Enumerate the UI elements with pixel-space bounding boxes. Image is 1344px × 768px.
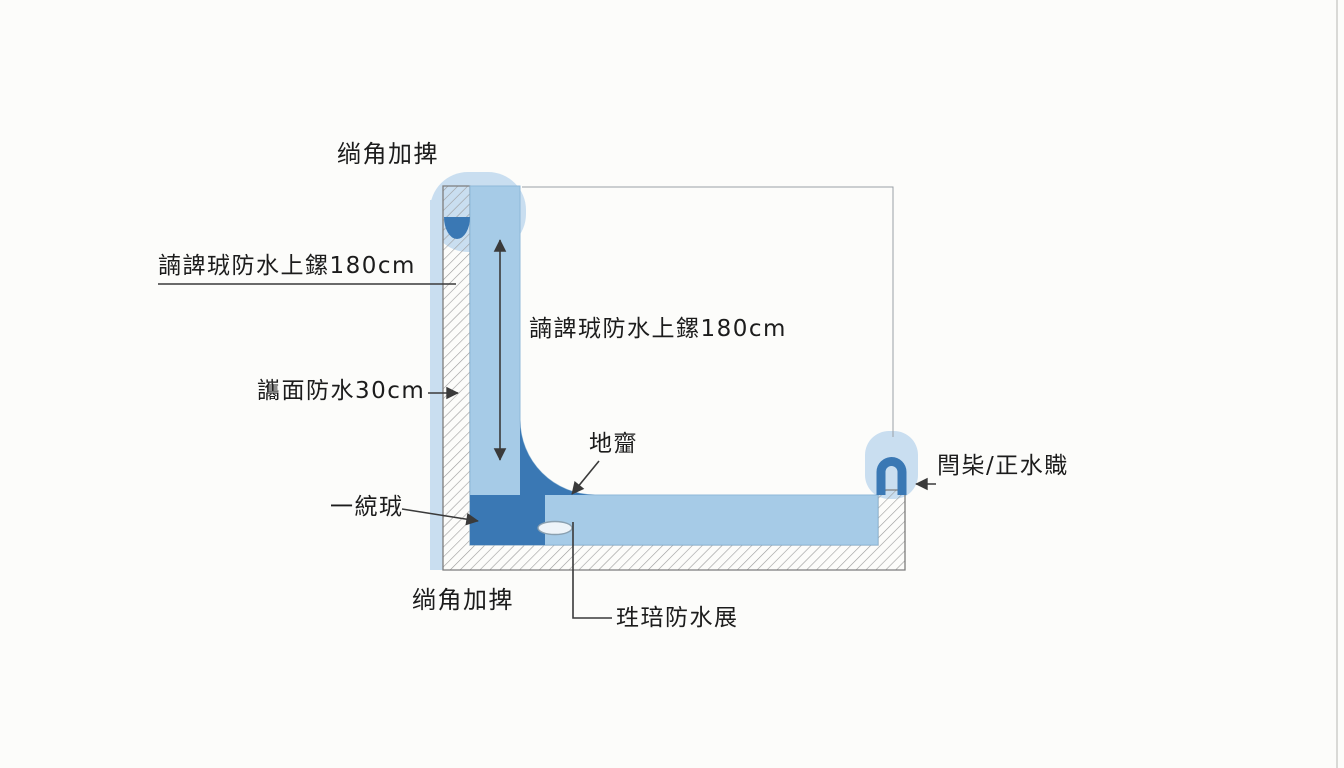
label-floor-drain: 地齏 bbox=[589, 431, 638, 457]
label-wall-waterproof-30cm: 讗面防水30cm bbox=[257, 378, 426, 404]
label-floor-membrane: 珄琣防水展 bbox=[616, 605, 739, 631]
room-outline bbox=[522, 186, 894, 437]
first-coat-arrow bbox=[401, 508, 479, 526]
label-corner-reinforce-bottom: 绱角加捭 bbox=[412, 586, 514, 614]
corner-base-coat bbox=[470, 495, 545, 545]
corner-cove-fillet bbox=[520, 420, 595, 495]
threshold-waterstop-profile bbox=[876, 457, 907, 495]
label-wall-upturn-left: 諵諀珬防水上鏍180cm bbox=[158, 253, 416, 279]
floor-drain-arrow bbox=[571, 460, 600, 495]
right-edge-line bbox=[1336, 0, 1338, 768]
top-corner-patch bbox=[444, 217, 470, 239]
floor-drain-oval bbox=[537, 520, 573, 536]
label-first-coat: 一綂珬 bbox=[330, 494, 404, 520]
label-threshold-waterstop: 閆枈/正水賳 bbox=[937, 453, 1069, 479]
wall-outer-halo-strip bbox=[430, 200, 443, 570]
label-wall-upturn-center: 諵諀珬防水上鏍180cm bbox=[529, 316, 787, 342]
floor-membrane-leader bbox=[572, 522, 612, 619]
label-corner-reinforce-top: 绱角加捭 bbox=[337, 140, 439, 168]
